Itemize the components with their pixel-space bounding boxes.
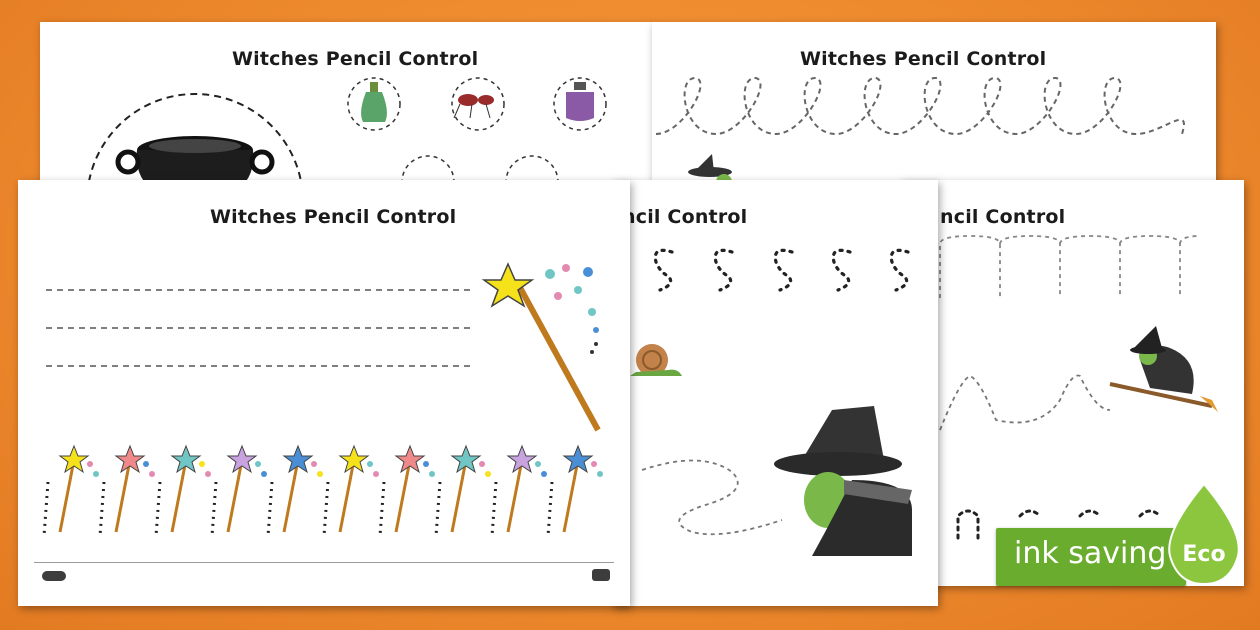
eco-label: Eco <box>1182 542 1226 567</box>
wand-tracing-activity <box>42 262 603 537</box>
worksheet-cauldron: Witches Pencil Control <box>40 22 652 192</box>
worksheet-title: Witches Pencil Control <box>210 206 457 228</box>
worksheet-title: ncil Control <box>622 206 748 228</box>
worksheet-footer <box>34 562 614 589</box>
s-tracing-and-witch <box>630 248 912 556</box>
twinkl-logo <box>42 571 66 581</box>
wand-row <box>42 444 603 537</box>
potion-bottle-icon <box>347 77 401 131</box>
worksheet-snakes: ncil Control <box>612 180 938 606</box>
snail-icon <box>630 344 682 376</box>
worksheet-loops: Witches Pencil Control <box>652 22 1216 192</box>
worksheet-title: Witches Pencil Control <box>232 48 479 70</box>
eco-leaf-icon <box>1168 482 1240 586</box>
bump-tracing-lines <box>939 235 1218 540</box>
worksheet-wands: Witches Pencil Control <box>18 180 630 606</box>
worksheet-title: Witches Pencil Control <box>800 48 1047 70</box>
purple-potion-icon <box>553 77 607 131</box>
badge-bar: ink saving <box>996 528 1186 586</box>
loop-tracing-lines <box>655 76 1185 190</box>
witch-portrait-icon <box>774 406 912 556</box>
ant-icon <box>451 77 505 131</box>
twinkl-logo-small <box>592 569 610 581</box>
ink-saving-badge: ink saving Eco <box>996 482 1256 586</box>
worksheet-title: ncil Control <box>940 206 1066 228</box>
ink-saving-label: ink saving <box>1014 536 1167 571</box>
magic-wand-icon <box>481 262 601 432</box>
cauldron-illustration <box>86 77 607 192</box>
flying-witch-icon <box>1109 326 1218 412</box>
